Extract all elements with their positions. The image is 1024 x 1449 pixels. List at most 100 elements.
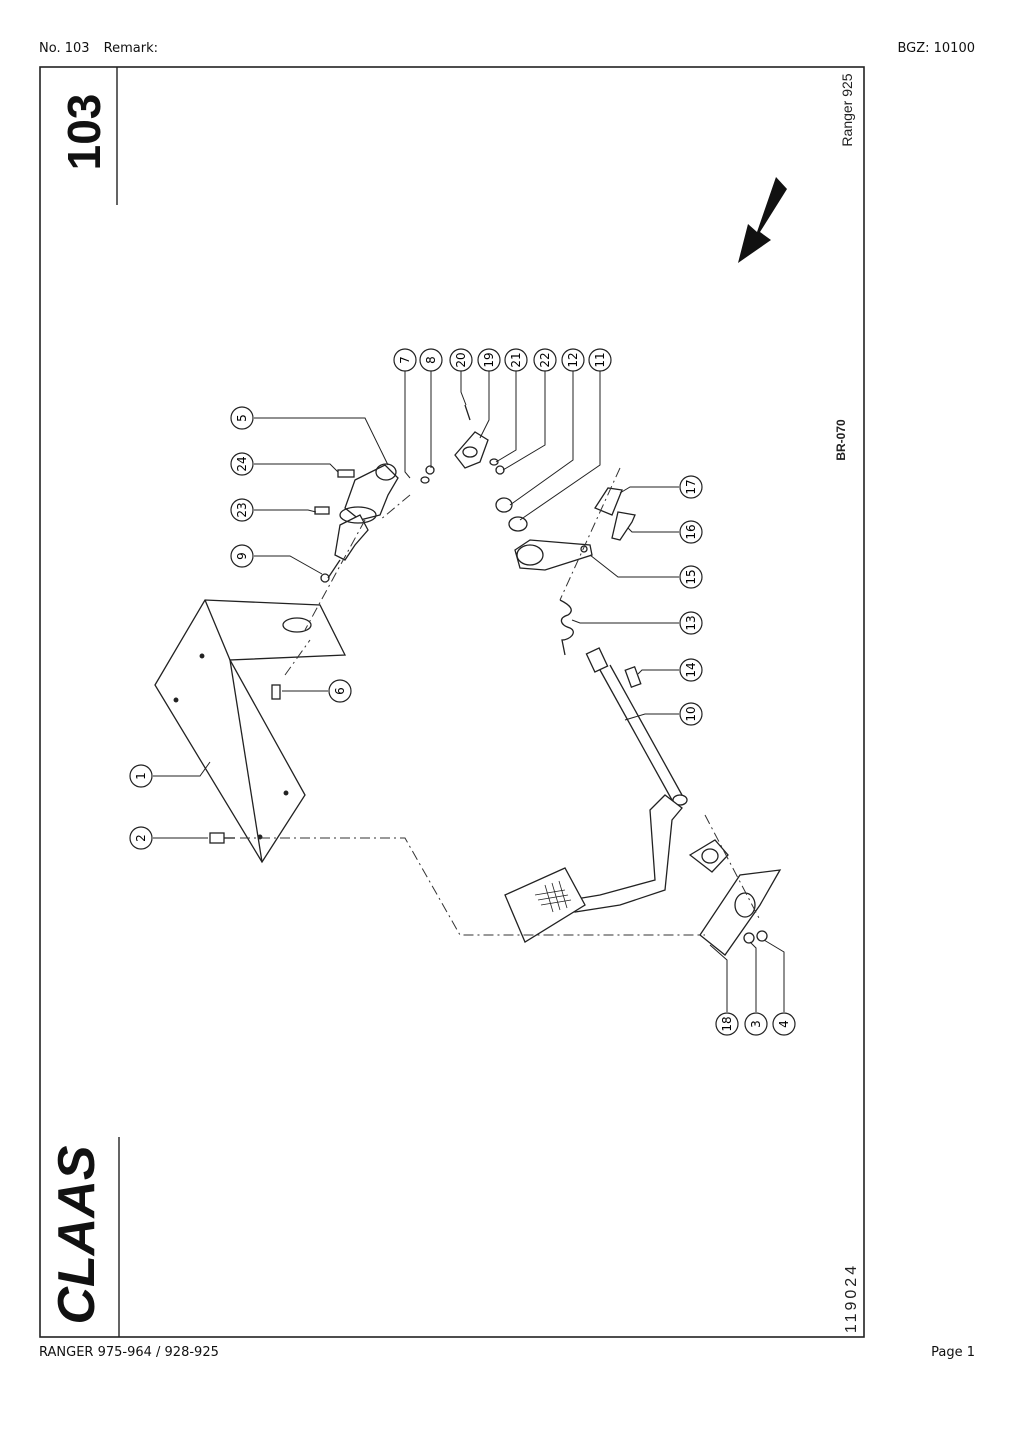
callout-7: 7 [393,348,417,372]
callout-14: 14 [679,658,703,682]
callout-10: 10 [679,702,703,726]
page-big-number: 103 [58,94,110,171]
callout-label: 4 [777,1020,791,1028]
bracket-part [154,599,347,864]
key-part [624,665,642,689]
callout-label: 22 [538,352,552,367]
callout-20: 20 [449,348,473,372]
callout-circle [679,565,703,589]
washer-3 [743,932,755,944]
callout-label: 23 [235,502,249,517]
callout-label: 18 [720,1016,734,1031]
callout-16: 16 [679,520,703,544]
drawing-number: 119024 [843,1263,860,1333]
callout-label: 12 [566,352,580,367]
return-spring [559,599,574,656]
callout-23: 23 [230,498,254,522]
callout-circle [772,1012,796,1036]
callout-15: 15 [679,565,703,589]
callout-label: 3 [749,1020,763,1028]
callout-label: 13 [684,615,698,630]
callout-circle [393,348,417,372]
callout-circle [679,520,703,544]
callout-label: 9 [235,552,249,560]
document-number: No. 103 [39,41,90,56]
master-cylinder [320,463,399,583]
screw-6 [271,684,281,700]
pedal-shaft [585,647,688,806]
washer-21 [489,458,499,466]
nut-22 [495,465,505,475]
callout-1: 1 [129,764,153,788]
model-label: Ranger 925 [839,73,855,146]
callout-2: 2 [129,826,153,850]
callout-18: 18 [715,1012,739,1036]
callout-circle [588,348,612,372]
header-left: No. 103 Remark: [39,41,168,56]
callout-circle [419,348,443,372]
callout-circle [230,544,254,568]
footer-page: Page 1 [931,1345,975,1360]
callout-circle [230,452,254,476]
callout-13: 13 [679,611,703,635]
brake-pedal [504,794,683,943]
callout-circle [679,702,703,726]
assembly-dash-lines [240,467,761,936]
fitting-24 [337,469,355,478]
callout-label: 10 [684,706,698,721]
direction-arrow-icon [738,177,787,263]
callout-4: 4 [772,1012,796,1036]
nut-8 [425,465,435,475]
callout-circle [129,826,153,850]
callout-11: 11 [588,348,612,372]
bgz-code: BGZ: 10100 [897,41,975,56]
callout-circle [679,658,703,682]
callout-circle [679,475,703,499]
callout-circle [477,348,501,372]
callout-17: 17 [679,475,703,499]
callout-24: 24 [230,452,254,476]
remark-label: Remark: [103,41,159,56]
callout-label: 5 [235,414,249,422]
callout-19: 19 [477,348,501,372]
fitting-23 [314,506,330,515]
flange-bearing [454,431,489,469]
claas-logo: CLAAS [48,1145,106,1324]
callout-label: 1 [134,772,148,780]
bolt-20 [464,404,471,421]
assembly-drawing [154,404,782,956]
callout-6: 6 [328,679,352,703]
callout-5: 5 [230,406,254,430]
callout-circle [533,348,557,372]
callout-label: 6 [333,687,347,695]
callout-circle [449,348,473,372]
callout-circle [561,348,585,372]
callout-8: 8 [419,348,443,372]
nut-part [495,497,513,513]
callout-21: 21 [504,348,528,372]
callout-label: 19 [482,352,496,367]
callout-9: 9 [230,544,254,568]
pin-part [611,511,636,541]
callout-3: 3 [744,1012,768,1036]
callout-label: 17 [684,479,698,494]
callout-label: 8 [424,356,438,364]
callout-circle [744,1012,768,1036]
leader-lines [153,371,785,1012]
drawing-code: BR-070 [834,419,848,461]
sheet-frame [39,66,865,1338]
callout-label: 14 [684,662,698,677]
footer-model-range: RANGER 975-964 / 928-925 [39,1345,219,1360]
callout-label: 11 [593,352,607,367]
callout-circle [715,1012,739,1036]
lower-bracket [688,839,782,956]
washer-7 [420,476,430,484]
callout-circle [230,498,254,522]
clevis-part [594,487,623,516]
callout-circle [328,679,352,703]
screw-2 [209,832,235,844]
callout-12: 12 [561,348,585,372]
callout-circle [230,406,254,430]
callout-label: 20 [454,352,468,367]
